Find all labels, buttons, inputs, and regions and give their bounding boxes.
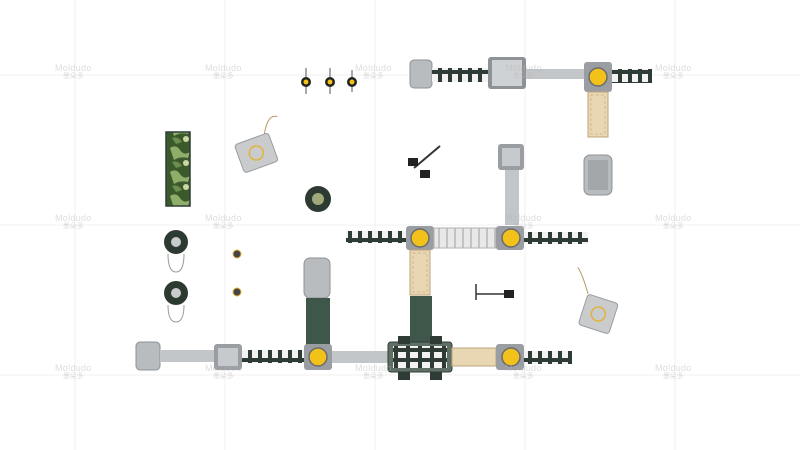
tire-swing [305,186,331,212]
center-slide [303,257,432,346]
middle-bridge [346,226,588,296]
info-sign-right [577,267,619,334]
bottom-structure [135,336,572,380]
info-sign-left [234,115,279,173]
spring-rider-2 [164,281,188,323]
spinner-row [301,68,357,94]
center-tower [498,144,524,225]
mini-seat-2 [232,287,242,297]
pull-up-bar [408,145,441,178]
mini-seat-1 [232,249,242,259]
camo-net-panel [165,131,191,207]
top-right-structure [409,57,652,138]
barrel-tunnel [583,154,613,196]
spring-rider-1 [164,230,188,273]
balance-beam [475,284,514,300]
